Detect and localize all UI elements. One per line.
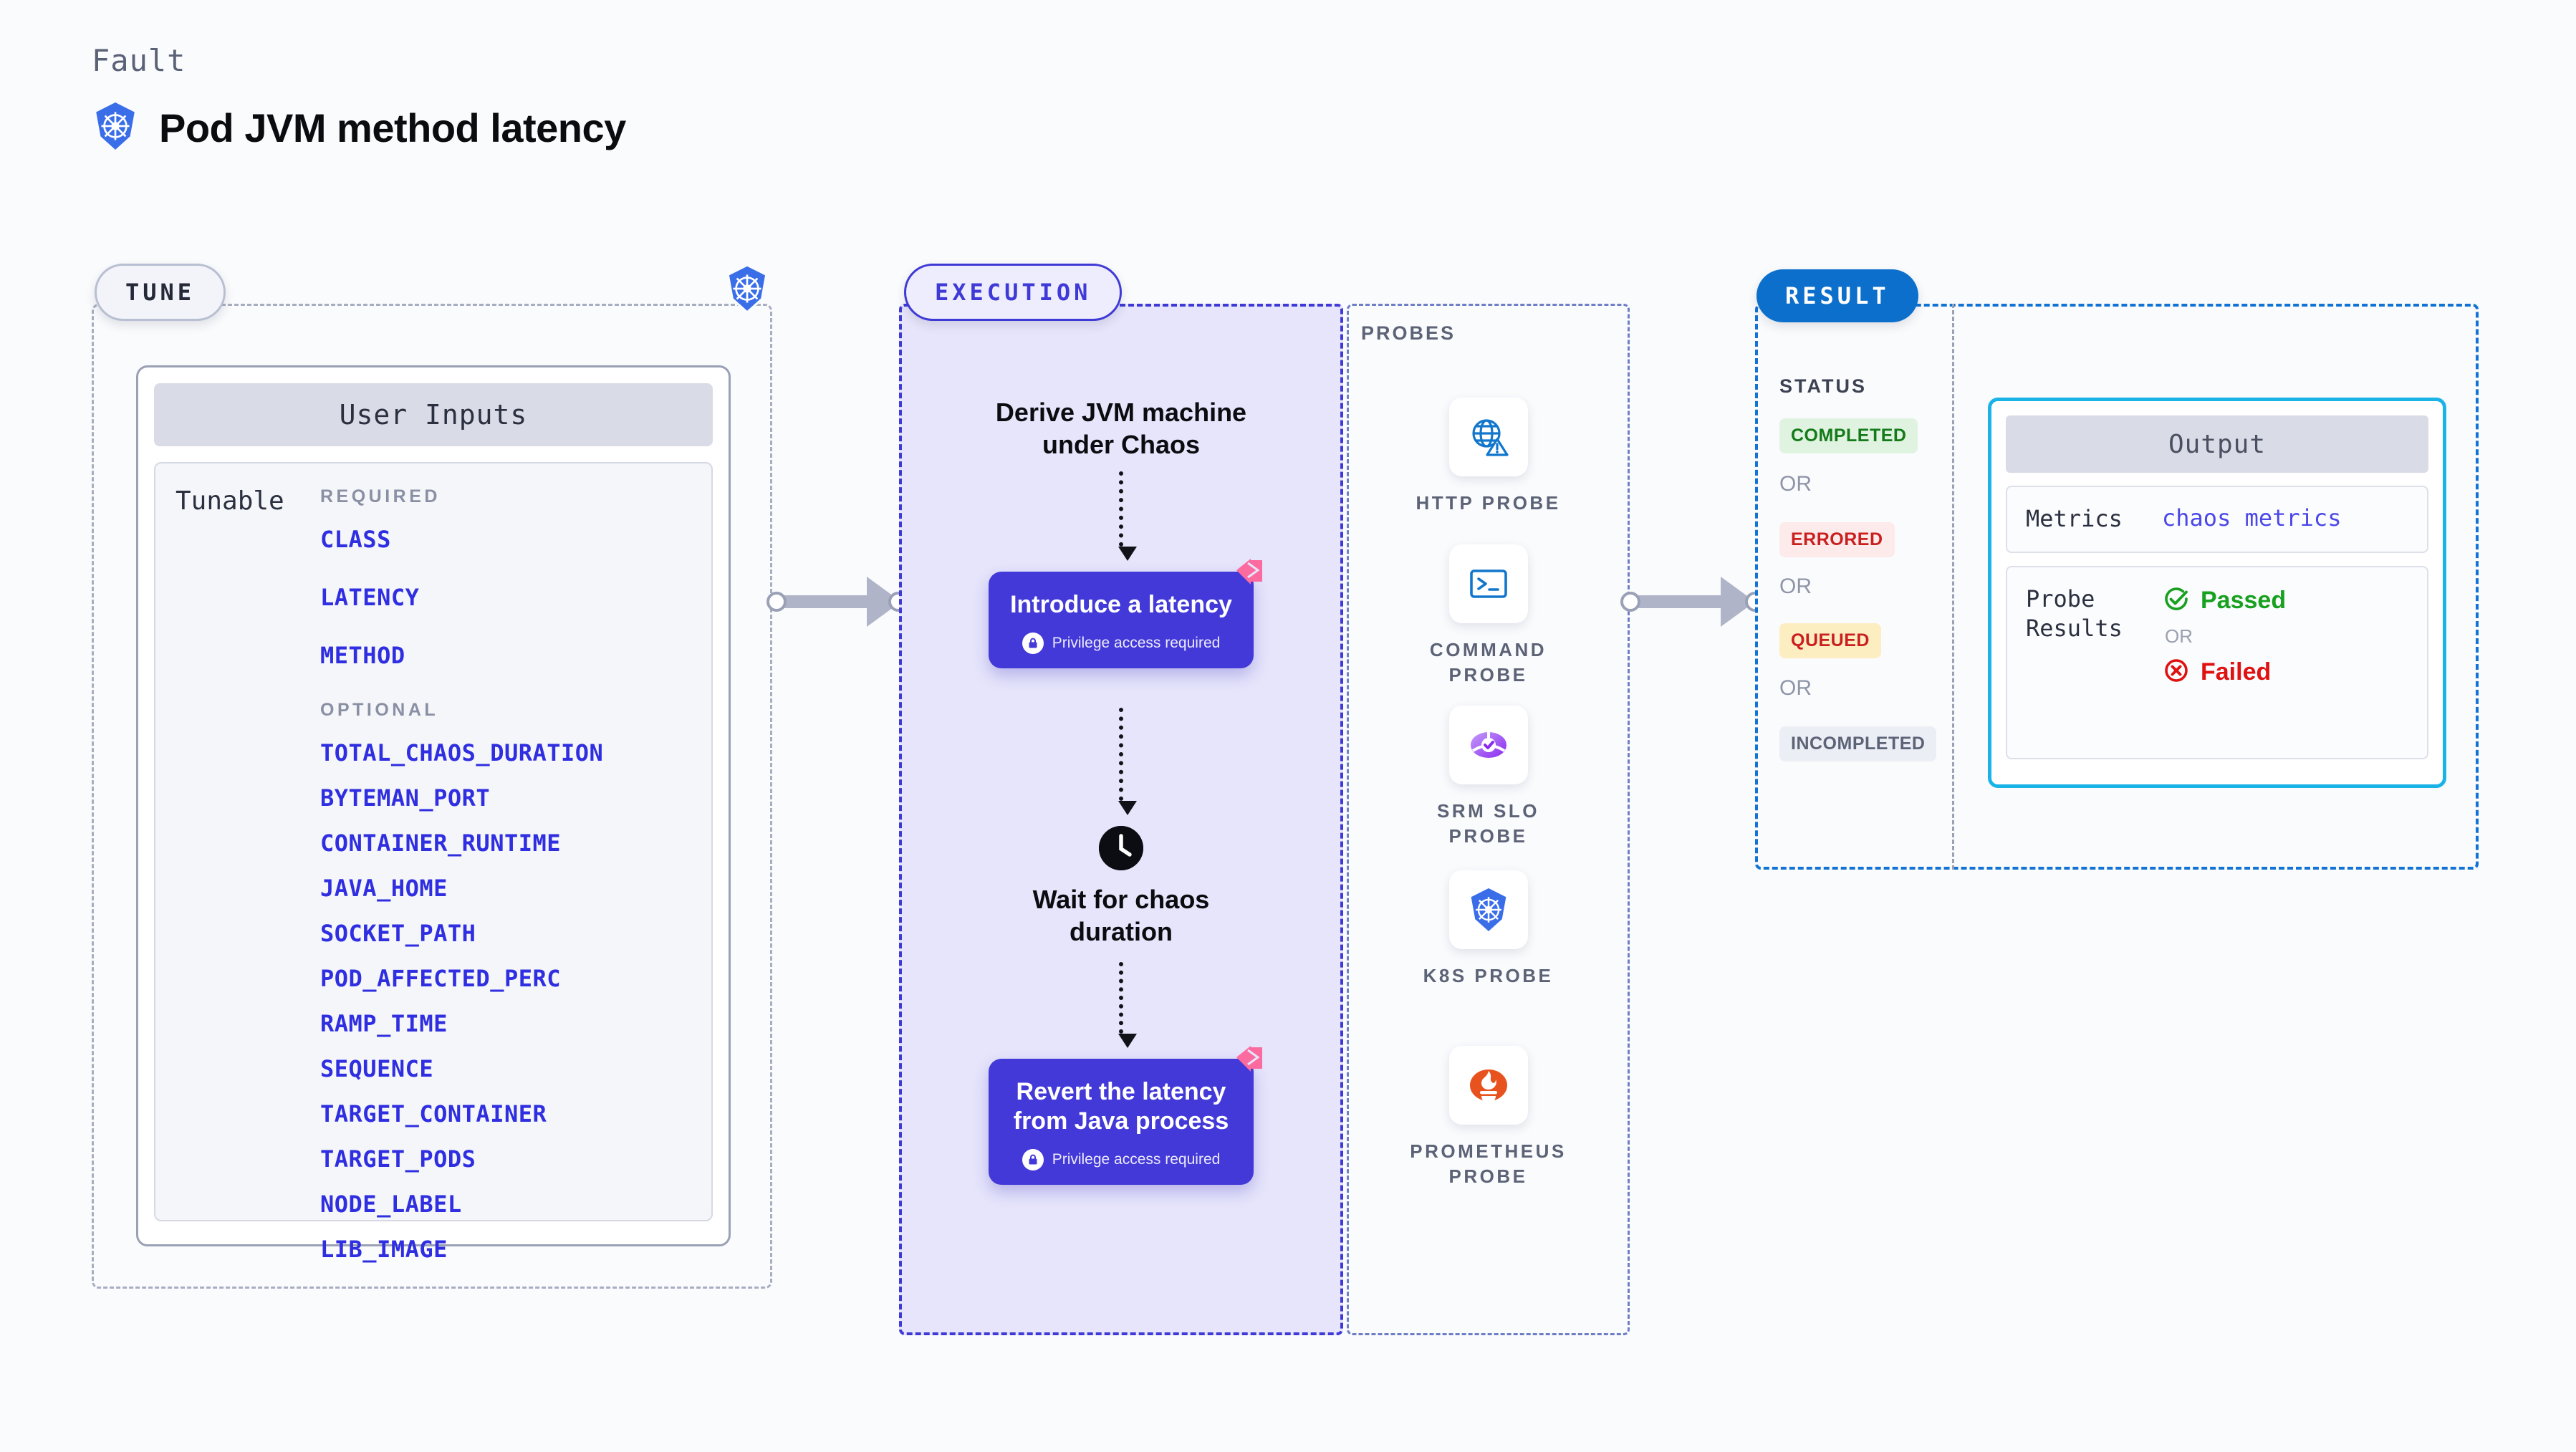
srm-slo-gauge-icon [1448,706,1528,784]
parameter-item[interactable]: METHOD [320,642,405,669]
prometheus-icon [1448,1046,1528,1125]
probe-results-values: Passed OR Failed [2162,585,2286,688]
tunable-panel: Tunable REQUIRED CLASS LATENCY METHOD OP… [154,462,713,1263]
flow-arrow [1118,471,1137,561]
parameter-item[interactable]: SEQUENCE [320,1055,434,1082]
flow-arrow [1118,708,1137,815]
kubernetes-icon [1448,870,1528,949]
check-circle-icon [2162,585,2191,617]
parameter-item[interactable]: TARGET_CONTAINER [320,1100,547,1128]
kubernetes-icon [724,264,771,317]
kubernetes-icon [92,101,139,155]
metrics-value[interactable]: chaos metrics [2162,504,2342,532]
probe-result-passed: Passed [2162,585,2286,617]
connector-probes-to-result [1620,577,1765,627]
passed-label: Passed [2201,586,2287,614]
privilege-row: Privilege access required [1001,1148,1241,1170]
privilege-text: Privilege access required [1052,634,1221,651]
pink-flag-icon [1234,1043,1265,1078]
page-header: Fault Pod JVM method latency [92,43,626,155]
card-title: Introduce a latency [1010,591,1232,618]
status-badge-incompleted: INCOMPLETED [1779,726,1937,761]
tune-section-pill: TUNE [95,264,226,321]
parameter-item[interactable]: TARGET_PODS [320,1145,476,1173]
page-title: Pod JVM method latency [159,105,626,150]
parameter-item[interactable]: BYTEMAN_PORT [320,784,491,812]
optional-group-heading: OPTIONAL [320,700,439,720]
probe-label: HTTP PROBE [1416,492,1561,514]
parameter-item[interactable]: NODE_LABEL [320,1191,462,1218]
user-inputs-title: User Inputs [154,383,713,446]
result-section-pill: RESULT [1756,269,1918,322]
terminal-icon [1448,544,1528,623]
parameter-item[interactable]: POD_AFFECTED_PERC [320,965,562,992]
parameter-item[interactable]: LIB_IMAGE [320,1236,448,1263]
connector-tune-to-execution [766,577,910,627]
or-separator: OR [1779,676,1812,700]
status-badge-completed: COMPLETED [1779,418,1918,453]
required-parameter-list: CLASS LATENCY METHOD [320,526,711,669]
parameter-column: REQUIRED CLASS LATENCY METHOD OPTIONAL T… [320,486,711,1263]
optional-parameter-list: TOTAL_CHAOS_DURATION BYTEMAN_PORT CONTAI… [320,739,711,1263]
lock-icon [1022,632,1044,654]
tunable-label: Tunable [176,486,284,516]
or-separator: OR [1779,472,1812,496]
privilege-row: Privilege access required [1001,632,1241,654]
title-row: Pod JVM method latency [92,101,626,155]
or-separator: OR [2165,625,2193,647]
x-circle-icon [2162,656,2191,688]
probes-title: PROBES [1361,322,1456,344]
parameter-item[interactable]: RAMP_TIME [320,1010,448,1037]
globe-warning-icon [1448,398,1528,476]
execution-section-pill: EXECUTION [904,264,1123,321]
parameter-item[interactable]: JAVA_HOME [320,875,448,902]
user-inputs-card: User Inputs Tunable REQUIRED CLASS LATEN… [136,365,731,1263]
metrics-key: Metrics [2026,505,2123,532]
probe-result-failed: Failed [2162,656,2286,688]
output-title: Output [2006,415,2428,473]
status-column: STATUS COMPLETED OR ERRORED OR QUEUED OR… [1755,304,1954,870]
probes-section [1347,304,1630,1335]
parameter-item[interactable]: CONTAINER_RUNTIME [320,830,562,857]
execution-card-introduce-latency[interactable]: Introduce a latency Privilege access req… [989,559,1262,668]
or-separator: OR [1779,574,1812,598]
probe-item-http[interactable]: HTTP PROBE [1347,398,1630,516]
parameter-item[interactable]: SOCKET_PATH [320,920,476,947]
parameter-item[interactable]: TOTAL_CHAOS_DURATION [320,739,604,766]
eyebrow-label: Fault [92,43,186,78]
clock-icon [1099,826,1143,870]
required-group-heading: REQUIRED [320,486,441,506]
status-title: STATUS [1779,375,1867,397]
status-badge-queued: QUEUED [1779,623,1881,658]
failed-label: Failed [2201,658,2272,686]
flow-arrow [1118,962,1137,1048]
probe-label: K8S PROBE [1423,965,1554,986]
parameter-item[interactable]: LATENCY [320,584,420,611]
status-badge-errored: ERRORED [1779,522,1895,557]
metrics-row: Metrics chaos metrics [2006,486,2428,553]
pink-flag-icon [1234,556,1265,591]
privilege-text: Privilege access required [1052,1150,1221,1168]
parameter-item[interactable]: CLASS [320,526,391,553]
lock-icon [1022,1148,1044,1170]
probe-item-k8s[interactable]: K8S PROBE [1347,870,1630,989]
